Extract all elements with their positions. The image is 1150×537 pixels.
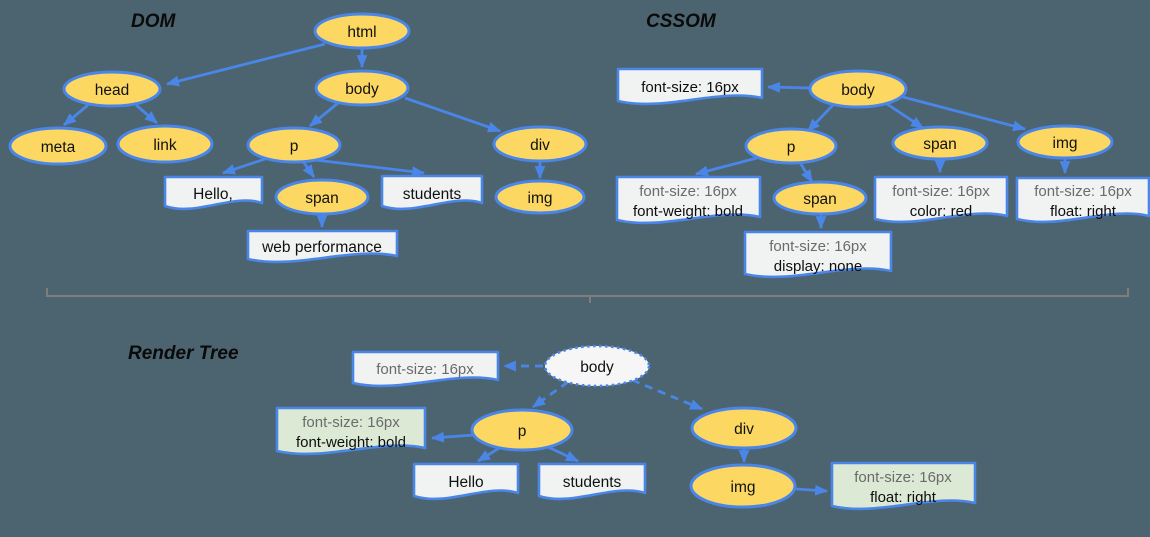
- svg-text:font-size: 16px: font-size: 16px: [892, 183, 990, 200]
- svg-text:display: none: display: none: [774, 258, 862, 275]
- render-node-body: body: [543, 344, 651, 388]
- cssom-section: CSSOM body p span img span: [615, 11, 1150, 279]
- dom-node-meta: meta: [8, 126, 108, 166]
- svg-text:web performance: web performance: [261, 239, 382, 256]
- edge-head-meta: [63, 103, 89, 127]
- svg-text:font-size: 16px: font-size: 16px: [641, 79, 739, 96]
- dom-section: DOM html head body meta: [8, 11, 588, 264]
- edge-render-p-hello: [477, 445, 502, 463]
- edge-cssom-body-img: [902, 95, 1027, 132]
- svg-text:img: img: [1053, 135, 1078, 152]
- render-node-img: img: [689, 463, 797, 509]
- render-rule-body: font-size: 16px: [351, 350, 500, 388]
- svg-text:Hello: Hello: [448, 474, 483, 491]
- edge-cssom-body-span: [883, 100, 924, 130]
- svg-text:html: html: [347, 24, 376, 41]
- dom-node-span: span: [274, 178, 370, 216]
- dom-textnode-hello: Hello,: [163, 175, 264, 211]
- edge-p-students: [306, 157, 426, 177]
- svg-text:span: span: [305, 190, 339, 207]
- svg-text:span: span: [923, 136, 957, 153]
- edge-render-img-rule: [795, 484, 829, 496]
- svg-text:div: div: [734, 421, 754, 438]
- cssom-node-p: p: [744, 127, 838, 165]
- dom-textnode-students: students: [380, 174, 484, 211]
- edge-body-div: [404, 96, 502, 133]
- svg-text:font-weight: bold: font-weight: bold: [633, 203, 743, 220]
- dom-textnode-web-performance: web performance: [246, 229, 399, 264]
- render-rule-p: font-size: 16px font-weight: bold: [275, 406, 427, 456]
- render-tree-title: Render Tree: [128, 343, 239, 364]
- dom-node-body: body: [314, 69, 410, 107]
- edge-render-body-div: [631, 378, 704, 411]
- svg-text:p: p: [787, 139, 796, 156]
- svg-text:img: img: [528, 190, 553, 207]
- svg-text:body: body: [345, 81, 379, 98]
- cssom-rule-body: font-size: 16px: [616, 67, 764, 106]
- svg-text:font-weight: bold: font-weight: bold: [296, 434, 406, 451]
- svg-text:font-size: 16px: font-size: 16px: [854, 469, 952, 486]
- dom-title: DOM: [131, 11, 177, 32]
- render-node-p: p: [470, 408, 574, 452]
- cssom-node-span: span: [891, 125, 989, 161]
- cssom-rule-span-child: font-size: 16px display: none: [743, 230, 893, 279]
- edge-head-link: [135, 103, 158, 125]
- cssom-title: CSSOM: [646, 11, 717, 32]
- render-node-div: div: [690, 406, 798, 450]
- svg-text:div: div: [530, 137, 550, 154]
- svg-text:float: right: float: right: [1050, 203, 1117, 220]
- svg-text:head: head: [95, 82, 129, 99]
- dom-node-html: html: [313, 12, 411, 50]
- svg-text:Hello,: Hello,: [193, 186, 233, 203]
- cssom-node-img: img: [1016, 124, 1114, 160]
- svg-text:font-size: 16px: font-size: 16px: [302, 414, 400, 431]
- cssom-rule-img: font-size: 16px float: right: [1015, 176, 1150, 224]
- svg-text:font-size: 16px: font-size: 16px: [1034, 183, 1132, 200]
- svg-text:link: link: [153, 137, 177, 154]
- svg-text:span: span: [803, 191, 837, 208]
- dom-node-link: link: [116, 124, 214, 164]
- svg-text:body: body: [580, 359, 614, 376]
- edge-cssom-body-p: [806, 104, 835, 132]
- edge-cssom-p-span: [797, 160, 814, 183]
- svg-text:float: right: float: right: [870, 489, 937, 506]
- section-divider: [46, 288, 1129, 303]
- svg-text:body: body: [841, 82, 875, 99]
- svg-text:p: p: [518, 423, 527, 440]
- svg-text:students: students: [563, 474, 622, 491]
- render-textnode-hello: Hello: [412, 462, 520, 501]
- edge-render-p-rule: [430, 431, 475, 443]
- edge-body-p: [309, 101, 339, 128]
- svg-text:color: red: color: red: [910, 203, 973, 220]
- svg-text:font-size: 16px: font-size: 16px: [639, 183, 737, 200]
- edge-p-hello: [221, 156, 269, 175]
- svg-text:students: students: [403, 186, 462, 203]
- svg-text:p: p: [290, 138, 299, 155]
- render-rule-img: font-size: 16px float: right: [830, 461, 977, 511]
- svg-text:font-size: 16px: font-size: 16px: [769, 238, 867, 255]
- dom-node-head: head: [62, 70, 162, 108]
- dom-node-img: img: [494, 179, 586, 215]
- cssom-rule-p: font-size: 16px font-weight: bold: [615, 175, 762, 225]
- edge-cssom-p-rule: [694, 156, 758, 177]
- dom-node-p: p: [246, 126, 342, 164]
- svg-text:meta: meta: [41, 139, 76, 156]
- cssom-rule-span: font-size: 16px color: red: [873, 175, 1009, 224]
- svg-text:img: img: [731, 479, 756, 496]
- cssom-node-span-child: span: [772, 180, 868, 216]
- render-tree-section: Render Tree body p div img font-: [128, 343, 977, 511]
- edge-cssom-body-rule: [766, 81, 810, 93]
- cssom-node-body: body: [808, 69, 908, 109]
- edge-render-body-p: [532, 380, 569, 409]
- edge-render-p-students: [547, 445, 579, 463]
- svg-text:font-size: 16px: font-size: 16px: [376, 361, 474, 378]
- dom-node-div: div: [492, 125, 588, 163]
- edge-html-head: [165, 42, 326, 87]
- render-textnode-students: students: [537, 462, 647, 501]
